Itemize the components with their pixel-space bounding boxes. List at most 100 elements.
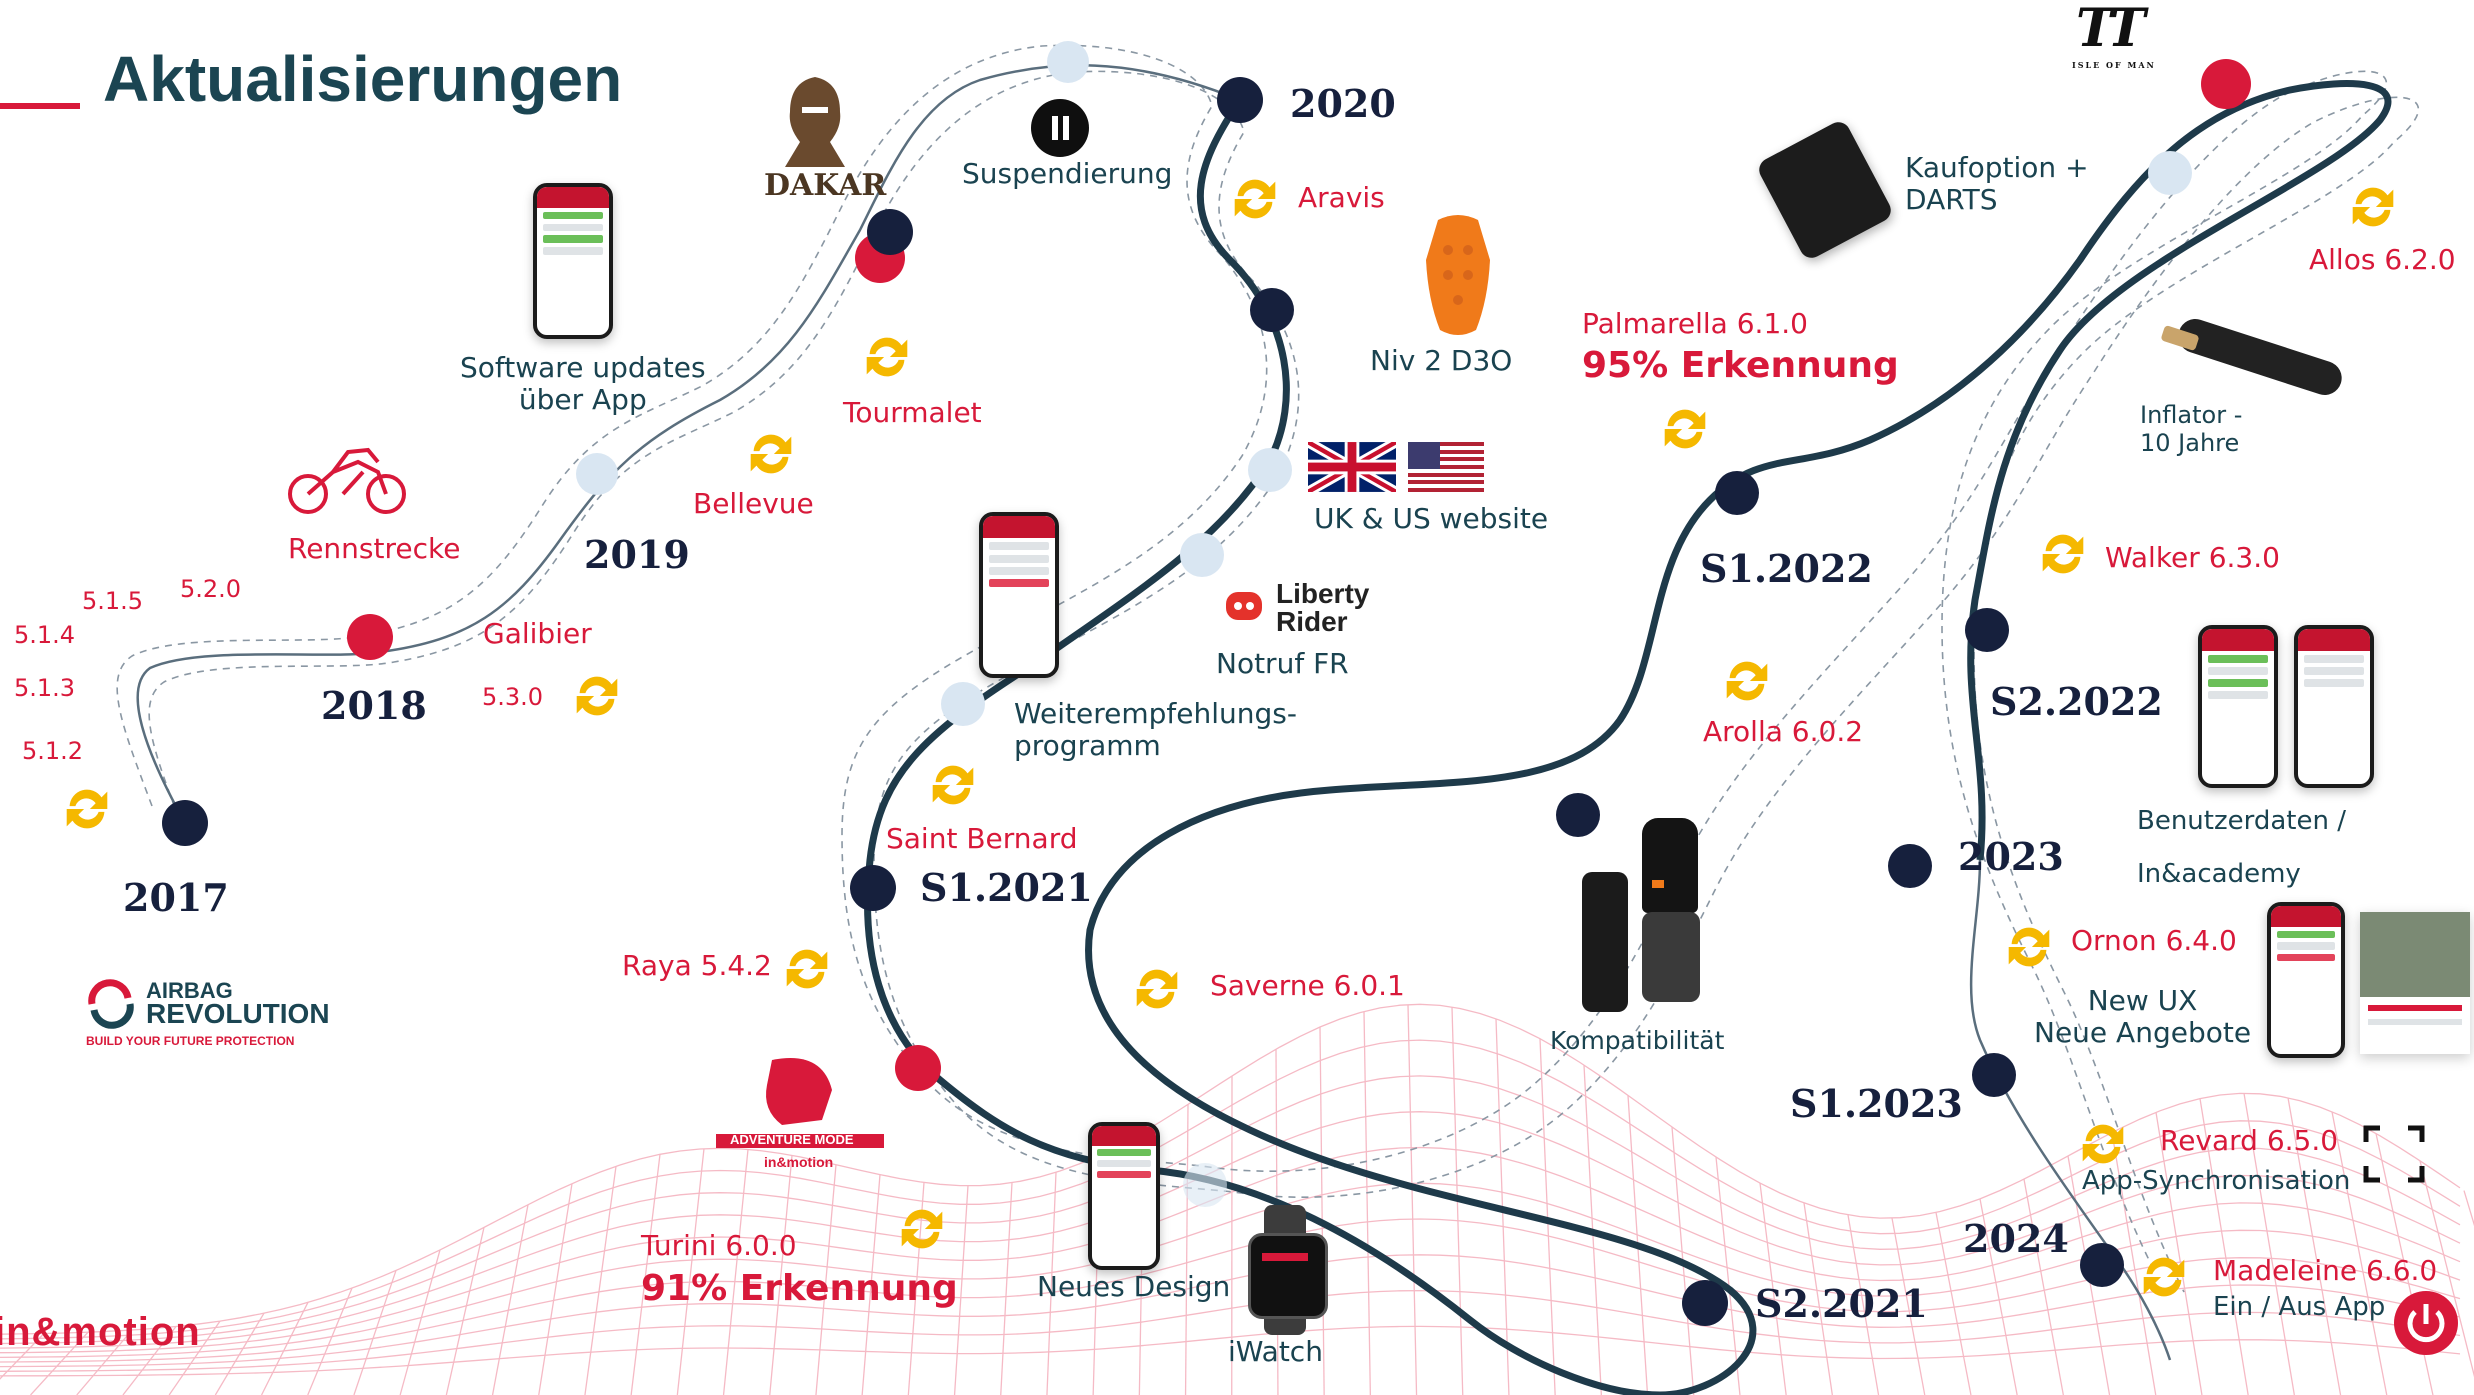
phone-weiterempfehlung bbox=[979, 512, 1059, 678]
version-raya: Raya 5.4.2 bbox=[622, 949, 772, 982]
version-galibier: Galibier bbox=[483, 617, 592, 650]
wire-col bbox=[815, 1164, 837, 1395]
liberty-word: Liberty bbox=[1276, 578, 1370, 609]
label-niv2: Niv 2 D3O bbox=[1370, 344, 1513, 377]
version-madeleine: Madeleine 6.6.0 bbox=[2213, 1254, 2438, 1287]
wire-col bbox=[1046, 1172, 1057, 1395]
version-ornon: Ornon 6.4.0 bbox=[2071, 924, 2237, 957]
wire-col bbox=[260, 1302, 309, 1395]
dot-uk bbox=[1248, 448, 1292, 492]
label-weiterempfehlung: Weiterempfehlungs- programm bbox=[1014, 697, 1297, 763]
label-benutzerdaten: Benutzerdaten / bbox=[2137, 806, 2346, 836]
wire-col bbox=[1979, 1198, 2018, 1395]
wire-col bbox=[1319, 1026, 1325, 1395]
rider-word: Rider bbox=[1276, 606, 1348, 637]
sync-icon bbox=[1664, 409, 1706, 449]
adventure-sub: in&motion bbox=[764, 1154, 834, 1170]
version-walker: Walker 6.3.0 bbox=[2105, 541, 2280, 574]
liberty-rider-icon bbox=[1226, 592, 1262, 620]
heated-vest-image bbox=[1652, 880, 1664, 888]
sync-icon bbox=[866, 337, 908, 377]
qr-scan-icon bbox=[2363, 1125, 2425, 1183]
adventure-mode-logo: ADVENTURE MODE in&motion bbox=[712, 1050, 888, 1180]
version-513: 5.1.3 bbox=[14, 674, 76, 702]
label-rennstrecke: Rennstrecke bbox=[288, 532, 461, 565]
wire-col bbox=[584, 1166, 617, 1395]
dot-kauf bbox=[2148, 151, 2192, 195]
version-saverne: Saverne 6.0.1 bbox=[1210, 969, 1405, 1002]
wire-col bbox=[0, 1333, 45, 1380]
vest-image bbox=[1642, 912, 1700, 1002]
adventure-word: ADVENTURE MODE bbox=[730, 1132, 854, 1147]
sync-icon bbox=[2042, 534, 2084, 574]
wire-col bbox=[538, 1183, 573, 1395]
dakar-wordmark: DAKAR bbox=[764, 168, 887, 203]
dot-s2-2021 bbox=[1682, 1280, 1728, 1326]
version-514: 5.1.4 bbox=[14, 621, 76, 649]
wire-row bbox=[0, 1039, 2461, 1340]
version-tourmalet: Tourmalet bbox=[843, 396, 982, 429]
milestone-dots bbox=[162, 41, 2251, 1326]
wire-col bbox=[122, 1326, 177, 1395]
wire-row bbox=[0, 1182, 2461, 1359]
wire-col bbox=[2331, 1111, 2388, 1395]
wire-col bbox=[1759, 1183, 1787, 1395]
wire-col bbox=[2111, 1132, 2157, 1395]
label-iwatch: iWatch bbox=[1228, 1335, 1323, 1368]
dot-2019 bbox=[576, 453, 618, 495]
palmarella-detection: 95% Erkennung bbox=[1582, 345, 1899, 386]
us-flag-icon bbox=[1408, 442, 1484, 492]
label-inacademy: In&academy bbox=[2137, 859, 2301, 889]
version-arolla: Arolla 6.0.2 bbox=[1703, 715, 1864, 748]
page-title: Aktualisierungen bbox=[103, 43, 623, 115]
wire-col bbox=[676, 1148, 705, 1395]
period-s2-2022: S2.2022 bbox=[1990, 679, 2163, 724]
phone-benutzerdaten-2 bbox=[2294, 625, 2374, 788]
tt-logo: TT ISLE OF MAN bbox=[2060, 0, 2190, 74]
wire-col bbox=[1935, 1212, 1972, 1395]
wire-row bbox=[0, 1325, 2461, 1377]
dot-niv2 bbox=[1250, 288, 1294, 332]
uk-flag-icon bbox=[1308, 442, 1396, 492]
road-dashes bbox=[116, 44, 2419, 1293]
jacket-image bbox=[1642, 818, 1698, 913]
wire-col bbox=[2287, 1097, 2342, 1395]
wire-col bbox=[214, 1312, 265, 1395]
wire-col bbox=[1000, 1182, 1013, 1395]
label-uk-us: UK & US website bbox=[1314, 502, 1549, 535]
dot-2024 bbox=[2080, 1243, 2124, 1287]
version-saint-bernard: Saint Bernard bbox=[886, 822, 1078, 855]
wire-col bbox=[2419, 1160, 2474, 1378]
airbag-word: AIRBAG bbox=[146, 978, 233, 1003]
wire-col bbox=[2023, 1179, 2064, 1395]
dot-s1-2023 bbox=[1972, 1053, 2016, 1097]
dot-notruf bbox=[1180, 533, 1224, 577]
wire-col bbox=[1407, 1004, 1418, 1395]
label-ein-aus: Ein / Aus App bbox=[2213, 1292, 2386, 1322]
label-suspendierung: Suspendierung bbox=[962, 157, 1173, 190]
label-neues-design: Neues Design bbox=[1037, 1270, 1231, 1303]
iwatch-image bbox=[1248, 1205, 1328, 1335]
phone-benutzerdaten-1 bbox=[2198, 625, 2278, 788]
label-new-ux: New UX Neue Angebote bbox=[2034, 984, 2252, 1050]
dot-tt-red bbox=[2201, 59, 2251, 109]
offer-card-image bbox=[2360, 912, 2470, 1054]
year-2023: 2023 bbox=[1958, 834, 2064, 879]
road-line-early bbox=[136, 64, 1241, 824]
version-palmarella: Palmarella 6.1.0 bbox=[1582, 307, 1808, 340]
wire-col bbox=[630, 1154, 661, 1395]
wire-col bbox=[76, 1329, 133, 1395]
year-2019: 2019 bbox=[584, 532, 690, 577]
year-2018: 2018 bbox=[321, 683, 427, 728]
dot-kompat bbox=[1556, 793, 1600, 837]
label-inflator: Inflator - 10 Jahre bbox=[2140, 401, 2243, 457]
dot-weiter bbox=[941, 682, 985, 726]
wire-col bbox=[2199, 1098, 2249, 1395]
version-530: 5.3.0 bbox=[482, 683, 544, 711]
wire-col bbox=[953, 1185, 969, 1395]
dot-2020 bbox=[1217, 77, 1263, 123]
phone-neues-design bbox=[1088, 1122, 1160, 1270]
wire-col bbox=[2463, 1190, 2474, 1227]
